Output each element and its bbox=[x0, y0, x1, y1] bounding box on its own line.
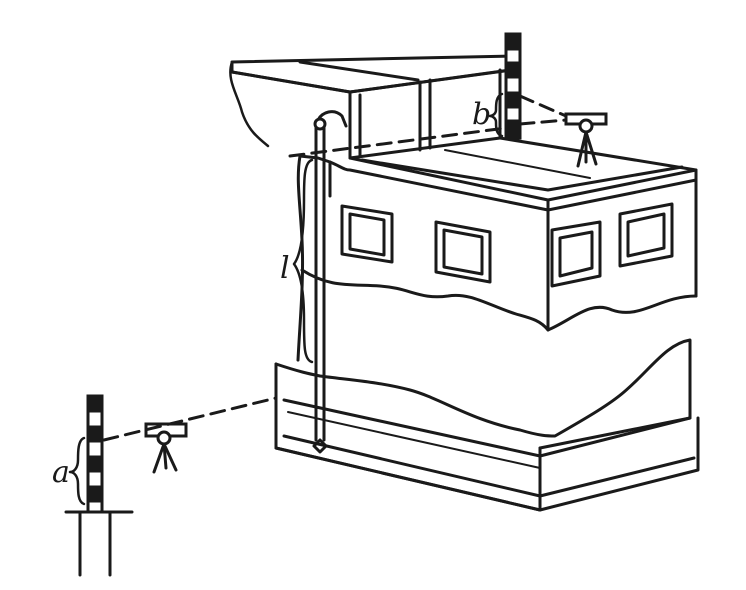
measuring-tape bbox=[312, 110, 348, 454]
window-3 bbox=[550, 220, 602, 288]
windows bbox=[340, 202, 674, 288]
lower-roof bbox=[348, 136, 698, 202]
break-line bbox=[300, 268, 698, 332]
window-1 bbox=[340, 204, 394, 264]
label-a: a bbox=[52, 455, 70, 490]
ground-leveling-staff bbox=[64, 394, 134, 577]
brace-a bbox=[68, 436, 86, 506]
building bbox=[229, 54, 700, 512]
roof-leveling-staff bbox=[504, 32, 522, 140]
brace-b bbox=[488, 92, 504, 138]
sight-lines bbox=[102, 94, 568, 442]
label-b: b bbox=[472, 97, 491, 132]
ground-level-instrument bbox=[144, 422, 188, 474]
roof-level-instrument bbox=[564, 112, 608, 168]
base bbox=[274, 338, 700, 512]
window-2 bbox=[434, 220, 492, 284]
brace-l bbox=[292, 158, 314, 364]
window-4 bbox=[618, 202, 674, 268]
label-l: l bbox=[280, 251, 290, 286]
